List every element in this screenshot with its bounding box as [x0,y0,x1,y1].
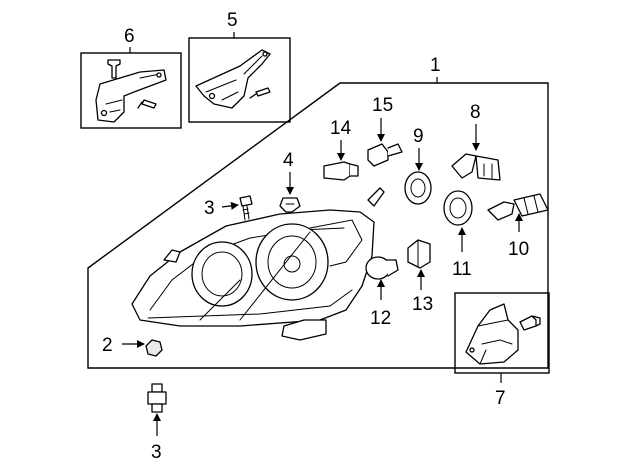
callout-9: 9 [413,126,424,147]
callout-6: 6 [124,26,135,47]
headlamp-assembly-frame [87,82,549,369]
callout-4: 4 [283,150,294,171]
callout-12: 12 [370,308,391,329]
callout-13: 13 [412,294,433,315]
callout-5: 5 [227,10,238,31]
bulb-12 [365,256,399,280]
socket-13 [407,239,431,269]
callout-14: 14 [330,118,352,139]
callout-15: 15 [372,95,393,116]
retainer-clip-4 [279,197,301,213]
bolt-3-upper [239,195,253,221]
callout-3-lower: 3 [151,442,162,463]
clip-nut-2 [145,339,163,357]
headlamp-housing [131,187,385,341]
leader-3-upper [221,201,239,210]
callout-2: 2 [102,335,113,356]
callout-8: 8 [470,102,481,123]
bracket-box-6 [80,52,182,129]
bulb-10 [487,193,549,221]
bulb-14 [323,161,359,181]
leveling-actuator-7 [465,303,541,365]
mounting-bracket-6 [95,59,167,123]
bolt-3-lower [147,383,167,413]
leveling-box-7 [454,292,550,374]
callout-7: 7 [495,388,506,409]
callout-10: 10 [508,239,529,260]
seal-9 [404,171,432,205]
callout-1: 1 [430,55,441,76]
mounting-bracket-5 [195,49,271,109]
socket-15 [367,143,403,167]
seal-11 [443,190,473,226]
bulb-8 [451,153,501,181]
callout-3-upper: 3 [204,198,215,219]
callout-11: 11 [452,259,472,280]
bracket-box-5 [188,37,291,123]
